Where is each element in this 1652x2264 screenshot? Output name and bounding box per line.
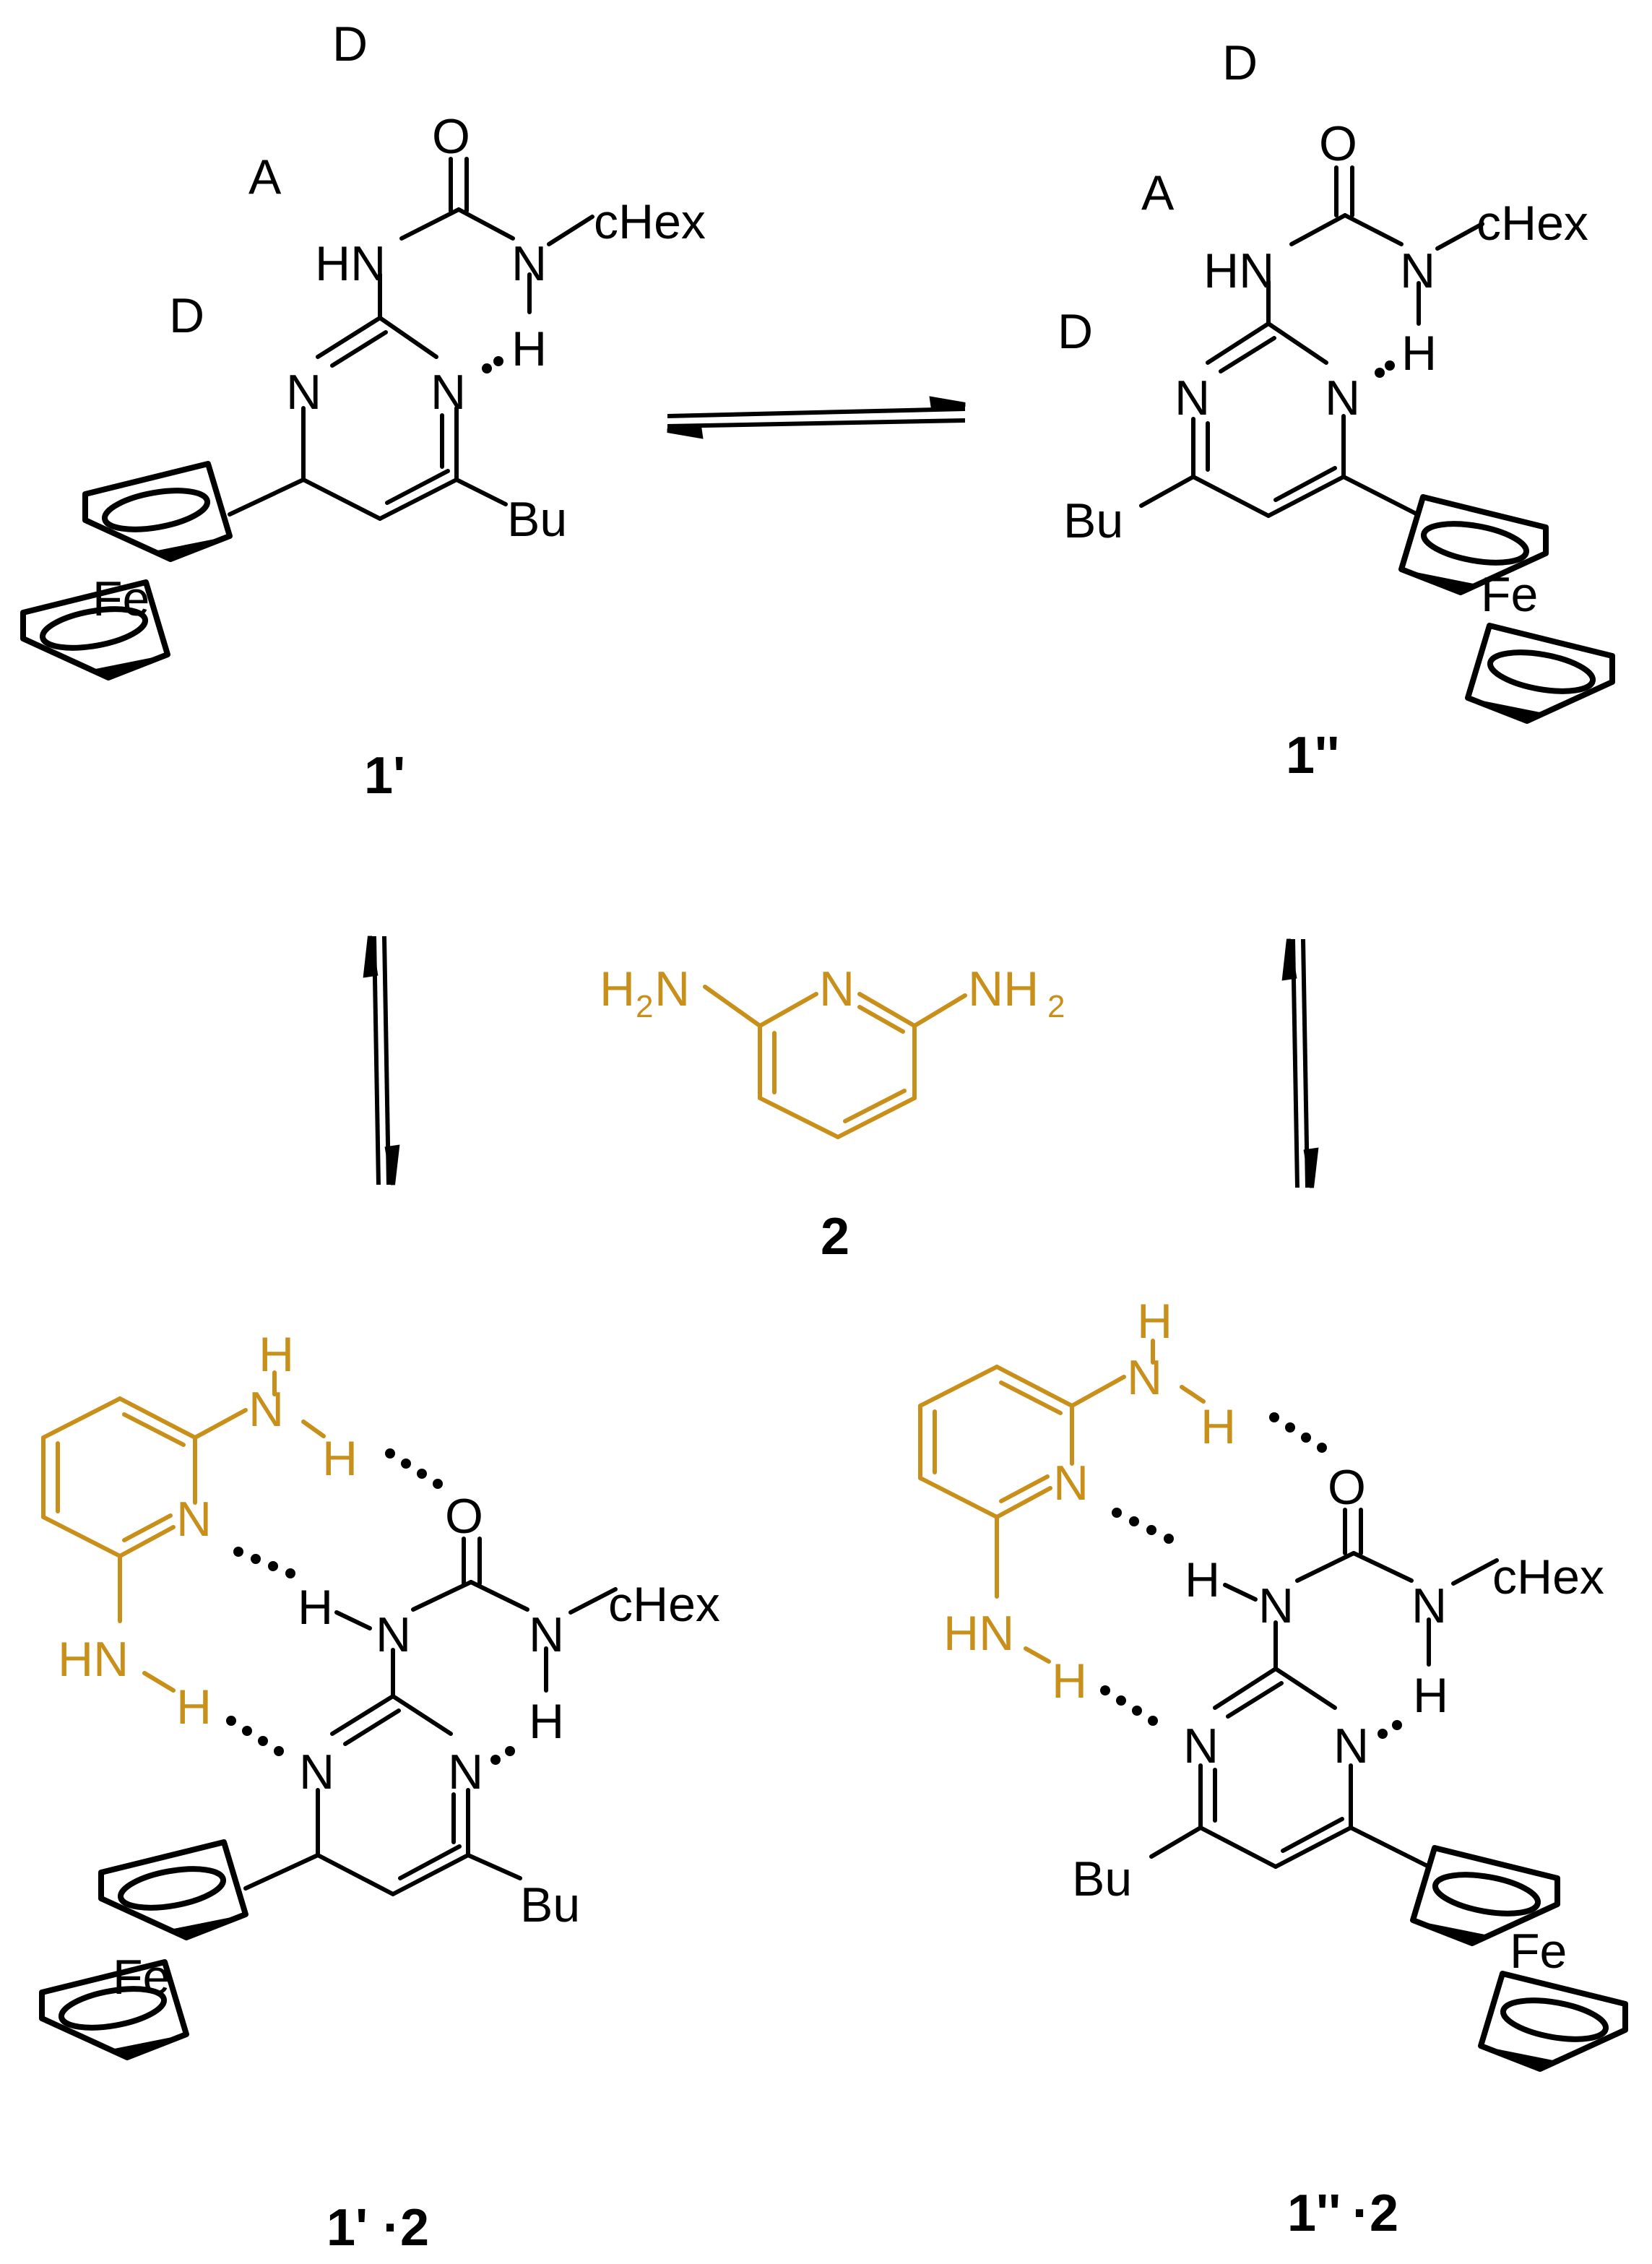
equilibrium-arrow-right [1281, 938, 1319, 1188]
site-label-d-bottom: D [169, 288, 204, 343]
complex-1p-2-host [243, 1537, 618, 1896]
guest-amine-h-bottom: H [1052, 1654, 1087, 1708]
carbonyl-oxygen: O [445, 1489, 483, 1544]
compound-1-prime [228, 157, 594, 521]
site-label-a: A [248, 150, 282, 204]
guest-amine-h-bottom: H [176, 1680, 212, 1734]
iron-label: Fe [92, 571, 150, 626]
cyclohexyl-label: cHex [608, 1577, 720, 1632]
butyl-label: Bu [1072, 1852, 1132, 1906]
urea-h: H [511, 321, 547, 376]
guest-amine-hn: HN [943, 1606, 1014, 1661]
pyridine-n: N [819, 962, 855, 1016]
complex-1pp-2-host-labels: O H N N cHex H N N Bu Fe [1072, 1460, 1604, 1979]
pyrimidine-n1: N [1175, 371, 1210, 425]
cyclohexyl-label: cHex [1476, 196, 1588, 251]
complex-1pp-2-host [1149, 1508, 1499, 1870]
amine-nh2-sub: 2 [1047, 989, 1065, 1024]
urea-n1: N [1258, 1578, 1294, 1633]
urea-h-donor: H [1185, 1552, 1220, 1607]
pyrimidine-n3: N [1333, 1719, 1369, 1773]
guest-amine-n-top: N [248, 1382, 284, 1437]
equilibrium-arrow-top [667, 396, 966, 439]
urea-h: H [1401, 326, 1437, 381]
site-label-d-top: D [1222, 35, 1258, 90]
amine-nh2: NH [968, 962, 1039, 1016]
carbonyl-oxygen: O [432, 109, 470, 164]
compound-label-2: 2 [821, 1208, 849, 1266]
butyl-label: Bu [1063, 493, 1123, 548]
guest-amine-h-top: H [1137, 1294, 1172, 1349]
complex-1p-2-host-labels: O H N N cHex H N N Bu Fe [113, 1489, 720, 2005]
amine-h2n-n: N [654, 962, 690, 1016]
urea-n2: N [1411, 1578, 1447, 1633]
compound-label-1pp-2-part-a: 1'' [1287, 2185, 1341, 2242]
guest-amine-hn: HN [58, 1632, 129, 1687]
equilibrium-arrow-left [363, 936, 400, 1185]
complex-1pp-2-guest [918, 1339, 1206, 1664]
urea-n1: N [376, 1607, 411, 1662]
cyclohexyl-label: cHex [594, 194, 706, 249]
hbonds-1p-2 [226, 1448, 515, 1765]
cyclohexyl-label: cHex [1492, 1550, 1604, 1604]
compound-label-1p-2-part-b: ·2 [383, 2199, 429, 2257]
urea-h: H [529, 1694, 564, 1749]
pyrimidine-n1: N [299, 1745, 334, 1799]
guest-amine-n-top: N [1127, 1350, 1162, 1405]
pyrimidine-n3: N [431, 365, 466, 420]
urea-n: N [1400, 243, 1435, 298]
urea-h-donor: H [298, 1580, 333, 1635]
urea-h: H [1413, 1668, 1448, 1723]
complex-1pp-2-guest-labels: H N H N HN H [943, 1294, 1236, 1708]
butyl-label: Bu [507, 492, 567, 547]
compound-label-1p-2: 1' ·2 [326, 2199, 429, 2257]
complex-1p-2-guest-labels: H N H N HN H [58, 1327, 358, 1734]
iron-label: Fe [1481, 567, 1538, 622]
amine-h2n-sub: 2 [636, 989, 653, 1024]
guest-amine-h: H [1201, 1399, 1236, 1454]
pyrimidine-n3: N [1325, 371, 1360, 425]
site-label-a: A [1141, 165, 1175, 220]
carbonyl-oxygen: O [1319, 116, 1357, 171]
hbonds-1pp-2 [1100, 1412, 1402, 1739]
butyl-label: Bu [520, 1878, 580, 1932]
pyrimidine-n3: N [448, 1745, 483, 1799]
pyrimidine-n1: N [286, 365, 321, 420]
urea-nh: HN [315, 236, 386, 291]
compound-label-1p-2-part-a: 1' [326, 2199, 368, 2257]
urea-n2: N [529, 1607, 564, 1662]
site-label-d-bottom: D [1058, 304, 1093, 359]
compound-1pp-labels: O HN N cHex H N N Bu Fe D A D 1'' [1058, 35, 1588, 785]
iron-label: Fe [1510, 1924, 1567, 1979]
pyrimidine-n1: N [1183, 1719, 1219, 1773]
compound-label-1pp-2-part-b: ·2 [1352, 2185, 1398, 2242]
carbonyl-oxygen: O [1328, 1460, 1366, 1515]
guest-pyridine-n: N [176, 1492, 212, 1547]
compound-label-1p: 1' [364, 747, 405, 805]
guest-amine-h-top: H [259, 1327, 294, 1382]
complex-1p-2-guest [41, 1370, 326, 1693]
iron-label: Fe [113, 1950, 170, 2005]
compound-1-double-prime [1139, 165, 1484, 519]
guest-pyridine-n: N [1053, 1456, 1089, 1511]
guest-amine-h: H [322, 1431, 358, 1486]
compound-label-1pp: 1'' [1286, 727, 1339, 785]
compound-1p-labels: O HN N cHex H N N Bu Fe D A D 1' [92, 17, 706, 805]
urea-nh: HN [1203, 243, 1274, 298]
compound-2 [703, 985, 967, 1139]
amine-h2n-h: H [600, 962, 635, 1016]
compound-label-1pp-2: 1'' ·2 [1287, 2185, 1398, 2242]
site-label-d-top: D [332, 17, 368, 72]
urea-n: N [511, 236, 547, 291]
compound-2-labels: H 2 N N NH 2 [600, 962, 1065, 1024]
